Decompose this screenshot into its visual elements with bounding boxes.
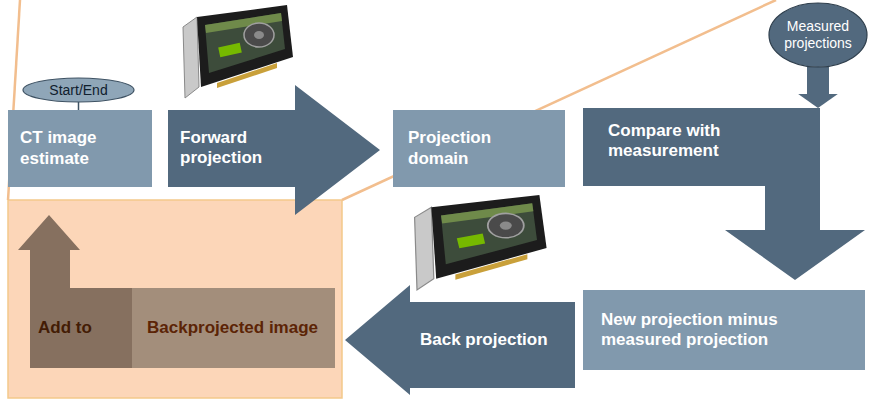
process-box: CT image estimate [8, 110, 152, 187]
gpu-card [183, 5, 293, 98]
process-arrow: Compare with measurement [583, 108, 865, 280]
arrowhead [798, 94, 838, 108]
node-label: New projection minus measured projection [601, 310, 831, 351]
node-label: Backprojected image [147, 318, 320, 338]
process-arrow: Back projection [345, 285, 575, 395]
process-arrow: Forward projection [168, 85, 380, 215]
terminal-oval: Start/End [22, 77, 135, 103]
node-label: Projection domain [408, 128, 550, 169]
input-oval: Measured projections [768, 2, 868, 68]
node-label: CT image estimate [20, 128, 140, 169]
add-arrow: Add to [18, 215, 132, 385]
process-box: New projection minus measured projection [583, 290, 865, 370]
highlight-region [8, 200, 342, 398]
node-label: Back projection [420, 330, 570, 350]
node-label: Forward projection [180, 128, 292, 169]
connector-line [807, 67, 829, 95]
node-label: Compare with measurement [608, 121, 758, 162]
gpu-card [415, 195, 547, 290]
node-label: Measured projections [768, 18, 868, 52]
node-label: Add to [38, 318, 128, 338]
connector [798, 67, 838, 108]
node-label: Start/End [49, 82, 107, 99]
arrow-outline [18, 215, 132, 385]
image-box: Backprojected image [132, 288, 335, 368]
process-box: Projection domain [393, 110, 565, 187]
